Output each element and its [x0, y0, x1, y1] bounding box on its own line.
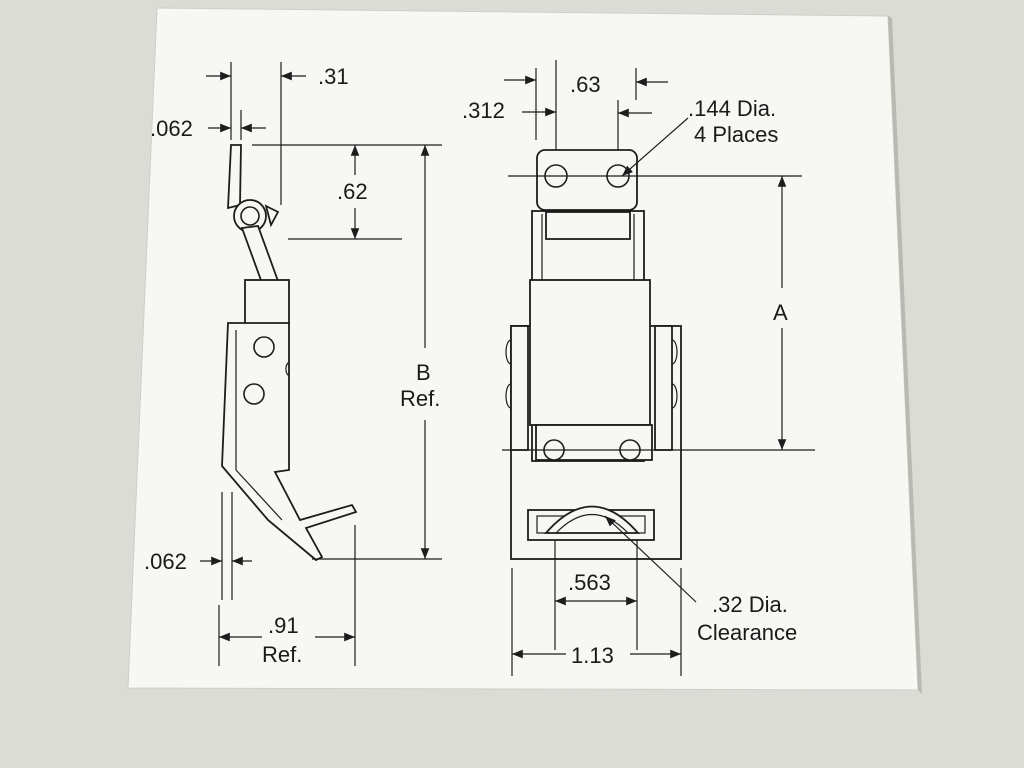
front-hole-note-line2: 4 Places [694, 122, 778, 147]
front-left-rivet [505, 339, 512, 409]
front-dim-312-text: .312 [462, 98, 505, 123]
front-mount-plate [536, 149, 638, 211]
front-right-flange [654, 325, 673, 451]
side-dim-31-text: .31 [318, 64, 349, 89]
front-hinge-bar [545, 211, 631, 240]
side-dim-91-ref: Ref. [262, 642, 302, 667]
front-view: .63 .312 .144 Dia. 4 Places A .563 .32 D… [462, 60, 815, 676]
side-dim-062-bottom-text: .062 [144, 549, 187, 574]
front-hole-note-line1: .144 Dia. [688, 96, 776, 121]
side-body [221, 322, 358, 562]
front-clearance-line1: .32 Dia. [712, 592, 788, 617]
side-hole-lower [243, 383, 265, 405]
front-dim-a-label: A [773, 300, 788, 325]
side-hole-upper [253, 336, 275, 358]
front-dim-113-text: 1.13 [571, 643, 614, 668]
front-catch-arc-inner [555, 513, 629, 534]
front-dim-563-text: .563 [568, 570, 611, 595]
side-upper-block [244, 279, 290, 325]
side-dim-b-ref: Ref. [400, 386, 440, 411]
side-dim-b-label: B [416, 360, 431, 385]
side-body-curve-line [235, 469, 283, 521]
side-top-tab [227, 144, 242, 210]
front-lever [529, 279, 651, 426]
front-hole-leader [621, 117, 689, 177]
front-dim-63-text: .63 [570, 72, 601, 97]
side-dim-62-text: .62 [337, 179, 368, 204]
front-right-rivet [671, 339, 678, 409]
front-left-flange [510, 325, 529, 451]
side-dim-91-text: .91 [268, 613, 299, 638]
side-edge-bump [285, 361, 290, 377]
side-pivot-hole [240, 206, 260, 226]
side-view: .31 .062 .62 B Ref. .062 .91 Ref. [144, 62, 442, 667]
side-pivot-tip [264, 204, 280, 228]
front-clearance-line2: Clearance [697, 620, 797, 645]
paper-shadow [888, 16, 922, 694]
side-dim-062-top-text: .062 [150, 116, 193, 141]
